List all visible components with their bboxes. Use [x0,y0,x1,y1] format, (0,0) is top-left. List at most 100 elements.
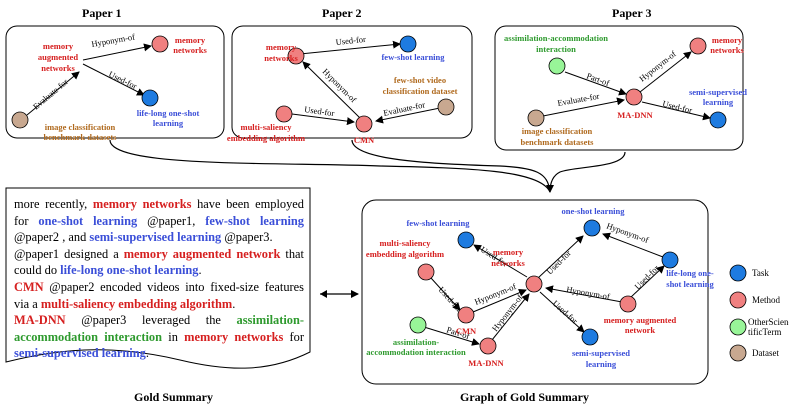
g-edge-used-lifelong: Used-for [632,263,661,292]
summary-text: @paper2 encoded videos into fixed-size f… [14,279,304,311]
p3-label-mad: MA-DNN [617,110,653,120]
summary-entity: memory networks [92,197,192,211]
summary-entity: CMN [14,279,44,294]
paper1-title: Paper 1 [82,6,121,20]
summary-entity: life-long one-shot learning [60,263,199,278]
legend-task-swatch [729,264,747,282]
g-edge-used-one: Used-for [544,248,573,277]
g-edge-hyp-lifelong: Hyponym-of [605,220,650,244]
g-node-cmn [457,306,475,324]
p3-edge-partof: Part-of [585,70,611,88]
p2-label-few-shot: few-shot learning [381,52,445,62]
summary-text: @paper3 leveraged the [65,313,237,328]
paper3-box [494,25,744,151]
summary-text: in [162,329,185,344]
summary-sentence-2: @paper1 designed a memory augmented netw… [14,246,304,279]
summary-entity: semi-supervised learning [89,230,222,245]
summary-sentence-4: MA-DNN @paper3 leveraged the assimilatio… [14,312,304,362]
gold-summary-text: more recently, memory networks have been… [14,196,304,362]
g-node-memory-aug [619,295,637,313]
p1-node-memory-networks [151,35,169,53]
legend-task-label: Task [752,268,769,278]
summary-text: for [283,329,304,344]
summary-text: more recently, [14,197,93,211]
p1-edge-evaluate: Evaluate-for [31,76,70,111]
paper1-box [5,25,225,139]
g-label-one-shot: one-shot learning [561,206,625,216]
p2-node-memory-networks [287,47,305,65]
summary-entity: one-shot learning [38,213,138,228]
p2-node-few-shot [399,35,417,53]
summary-text: . [145,346,149,361]
g-edge-used-semi: Used-for [551,298,580,326]
summary-text: . [232,296,236,311]
p3-edge-evaluate: Evaluate-for [557,91,601,108]
p3-node-memory-networks [689,37,707,55]
p3-edge-usedfor: Used-for [662,98,694,115]
g-label-few-shot: few-shot learning [406,218,470,228]
p3-node-dataset [527,109,545,127]
summary-text: @paper1 designed a [14,246,124,261]
merge-arrow-paper1 [109,139,551,193]
p2-node-dataset [437,98,455,116]
merge-arrow-paper2 [351,139,551,193]
g-label-cmn: CMN [456,326,477,336]
legend: Task Method OtherScien-tificTerm Dataset [729,264,789,362]
summary-entity: memory networks [184,329,284,344]
p1-node-lifelong [141,89,159,107]
summary-sentence-1: more recently, memory networks have been… [14,196,304,246]
merge-arrow-paper3 [546,151,626,193]
g-edge-hyp-aug: Hyponym-of [566,284,611,302]
summary-text: @paper1, [137,213,206,228]
p1-edge-usedfor: Used-for [107,69,139,91]
p1-label-lifelong: life-long one-shot [137,108,200,118]
paper3-title: Paper 3 [612,6,651,20]
gold-summary-box [5,187,311,369]
summary-entity: MA-DNN [14,313,66,328]
g-node-lifelong [661,251,679,269]
graph-title: Graph of Gold Summary [460,390,589,404]
summary-text: that could do [14,246,304,278]
g-label-mad: MA-DNN [468,358,504,368]
summary-text: @paper2 , and [14,230,90,245]
p1-label-lifelong-2: learning [153,118,184,128]
legend-method-swatch [729,291,747,309]
legend-other-label: OtherScien-tificTerm [748,317,789,337]
g-node-few-shot [457,231,475,249]
g-node-multi-saliency [417,263,435,281]
legend-dataset-label: Dataset [752,348,779,358]
p2-edge-usedfor-1: Used-for [335,34,366,47]
summary-entity: multi-saliency embedding algorithm [40,296,233,311]
p3-node-assim [548,57,566,75]
g-node-assim [409,316,427,334]
legend-dataset-swatch [729,344,747,362]
legend-method-label: Method [752,295,780,305]
graph-box [361,199,709,385]
summary-text: . [198,263,202,278]
summary-sentence-3: CMN @paper2 encoded videos into fixed-si… [14,279,304,312]
g-node-one-shot [583,219,601,237]
p3-node-semi [709,111,727,129]
g-node-semi [581,328,599,346]
g-node-memory-networks [525,275,543,293]
gold-summary-title: Gold Summary [134,390,213,404]
g-label-lifelong: life-long one-shot learning [666,268,714,289]
summary-entity: semi-supervised learning [14,346,146,361]
p2-node-cmn [355,115,373,133]
p2-label-cmn: CMN [354,135,375,145]
p3-node-mad [625,88,643,106]
summary-entity: few-shot learning [205,213,305,228]
summary-text: have been employed for [14,197,304,228]
paper2-box [231,25,473,139]
